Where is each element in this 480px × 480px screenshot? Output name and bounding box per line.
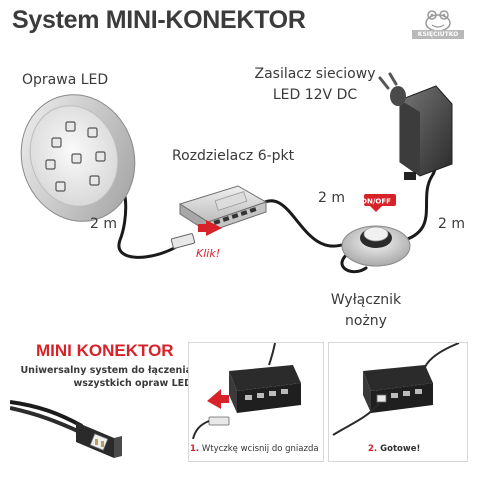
- brand-logo: KSIĘCIUTKO: [412, 8, 464, 42]
- cable-mid-length: 2 m: [318, 190, 345, 206]
- mini-konektor-description: Uniwersalny system do łączenia wszystkic…: [16, 364, 192, 390]
- step2-number: 2.: [368, 444, 378, 454]
- cable-splitter-to-switch: [256, 199, 347, 248]
- step2-photo: [328, 342, 468, 462]
- step2-caption: 2. Gotowe!: [368, 444, 420, 454]
- cable-right-length: 2 m: [438, 216, 465, 232]
- page-title: System MINI-KONEKTOR: [12, 6, 306, 34]
- mk-desc-line2: wszystkich opraw LED: [73, 378, 192, 389]
- foot-switch: [341, 194, 411, 267]
- logo-text: KSIĘCIUTKO: [412, 30, 464, 39]
- step1-text: Wtyczkę wcisnij do gniazda: [201, 444, 319, 454]
- klik-label: Klik!: [196, 247, 220, 260]
- plug-prongs-icon: [378, 72, 398, 90]
- wylacznik-label: Wyłącznik nożny: [316, 290, 416, 332]
- zasilacz-line1: Zasilacz sieciowy: [254, 66, 376, 82]
- zasilacz-line2: LED 12V DC: [272, 87, 358, 103]
- led-fixture: [20, 94, 136, 222]
- zasilacz-label: Zasilacz sieciowy LED 12V DC: [250, 64, 380, 106]
- mk-desc-line1: Uniwersalny system do łączenia: [20, 365, 192, 376]
- step1-red-arrow-icon: [207, 389, 229, 409]
- onoff-badge: [364, 194, 396, 206]
- step1-number: 1.: [190, 444, 200, 454]
- step2-text: Gotowe!: [380, 444, 421, 454]
- onoff-label: ON/OFF: [361, 198, 391, 206]
- splitter-ports: [213, 207, 257, 225]
- mini-konektor-plug-image: [10, 400, 122, 458]
- step1-illustration: [192, 342, 301, 440]
- red-arrow-icon: [198, 220, 222, 236]
- step1-photo: [188, 342, 324, 462]
- power-supply: [378, 72, 453, 180]
- step2-illustration: [332, 342, 460, 436]
- step1-caption: 1. Wtyczkę wcisnij do gniazda: [190, 444, 319, 454]
- splitter-box: [178, 185, 268, 233]
- wylacznik-line2: nożny: [345, 313, 387, 329]
- led-chip-icons: [45, 121, 106, 192]
- cable-left-length: 2 m: [90, 216, 117, 232]
- mini-konektor-title: MINI KONEKTOR: [36, 341, 174, 360]
- mini-connector-plug: [170, 233, 196, 249]
- wylacznik-line1: Wyłącznik: [330, 292, 402, 308]
- wiring-diagram: ON/OFF Klik!: [20, 72, 453, 274]
- oprawa-led-label: Oprawa LED: [22, 72, 109, 88]
- rozdzielacz-label: Rozdzielacz 6-pkt: [172, 148, 295, 164]
